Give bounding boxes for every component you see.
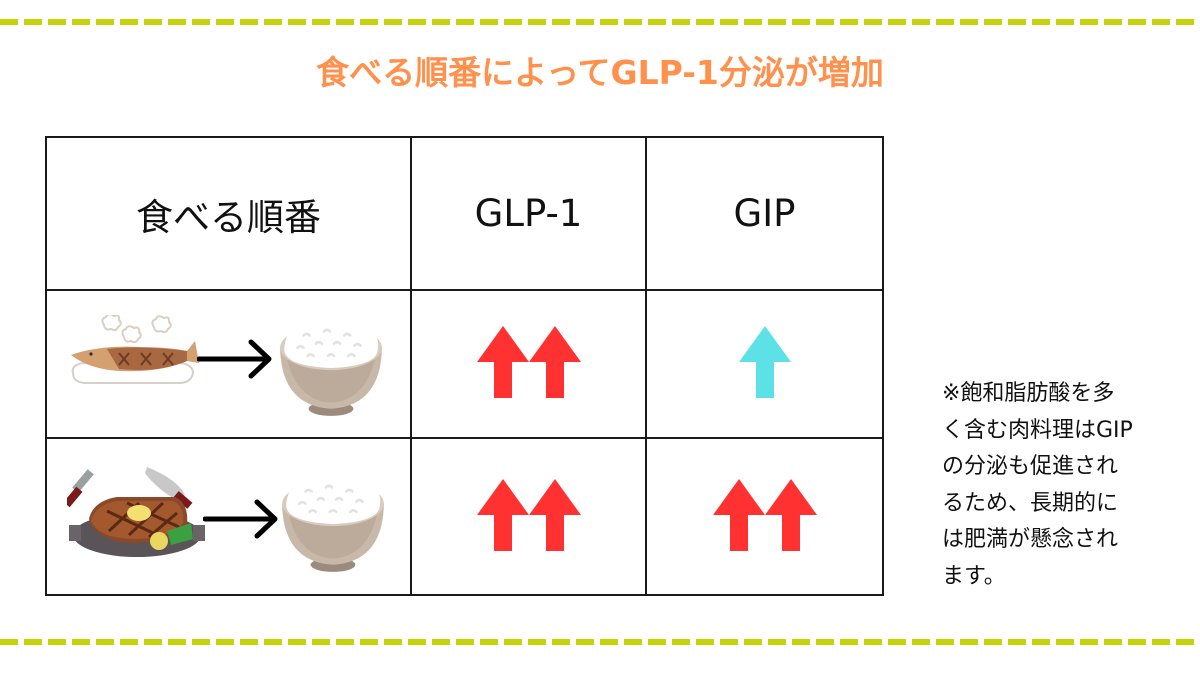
footnote-line: く含む肉料理はGIP <box>942 417 1133 443</box>
single-up-arrow <box>739 326 791 398</box>
dashed-border-bottom <box>0 639 1200 645</box>
double-up-arrow <box>477 479 581 551</box>
order-cell-fish-rice <box>45 289 412 439</box>
footnote: ※飽和脂肪酸を多 く含む肉料理はGIP の分泌も促進され るため、長期的に は肥… <box>942 376 1182 595</box>
steak-icon <box>67 461 207 561</box>
up-arrow-icon <box>529 479 581 551</box>
up-arrow-icon <box>477 326 529 398</box>
footnote-line: は肥満が懸念され <box>942 527 1119 552</box>
table-header-row: 食べる順番 GLP-1 GIP <box>45 136 884 291</box>
double-up-arrow <box>713 479 817 551</box>
up-arrow-icon <box>713 479 765 551</box>
footnote-line: ます。 <box>942 563 1006 589</box>
up-arrow-icon <box>477 479 529 551</box>
order-cell-steak-rice <box>45 437 412 596</box>
table-row <box>45 437 884 596</box>
comparison-table: 食べる順番 GLP-1 GIP <box>45 136 884 596</box>
header-gip: GIP <box>645 136 884 291</box>
rice-bowl-icon <box>277 465 389 577</box>
page-title: 食べる順番によってGLP-1分泌が増加 <box>316 53 884 92</box>
glp1-cell-row2 <box>410 437 647 596</box>
arrow-right-icon <box>203 499 279 539</box>
table-row <box>45 289 884 439</box>
header-eating-order: 食べる順番 <box>45 136 412 291</box>
up-arrow-icon <box>739 326 791 398</box>
up-arrow-icon <box>529 326 581 398</box>
grilled-fish-icon <box>69 315 199 390</box>
footnote-line: るため、長期的に <box>942 490 1119 516</box>
arrow-right-icon <box>197 339 273 379</box>
footnote-line: の分泌も促進され <box>942 454 1119 479</box>
gip-cell-row2 <box>645 437 884 596</box>
up-arrow-icon <box>765 479 817 551</box>
dashed-border-top <box>0 19 1200 25</box>
glp1-cell-row1 <box>410 289 647 439</box>
footnote-line: ※飽和脂肪酸を多 <box>942 381 1115 406</box>
rice-bowl-icon <box>275 309 387 421</box>
double-up-arrow <box>477 326 581 398</box>
header-glp1: GLP-1 <box>410 136 647 291</box>
gip-cell-row1 <box>645 289 884 439</box>
